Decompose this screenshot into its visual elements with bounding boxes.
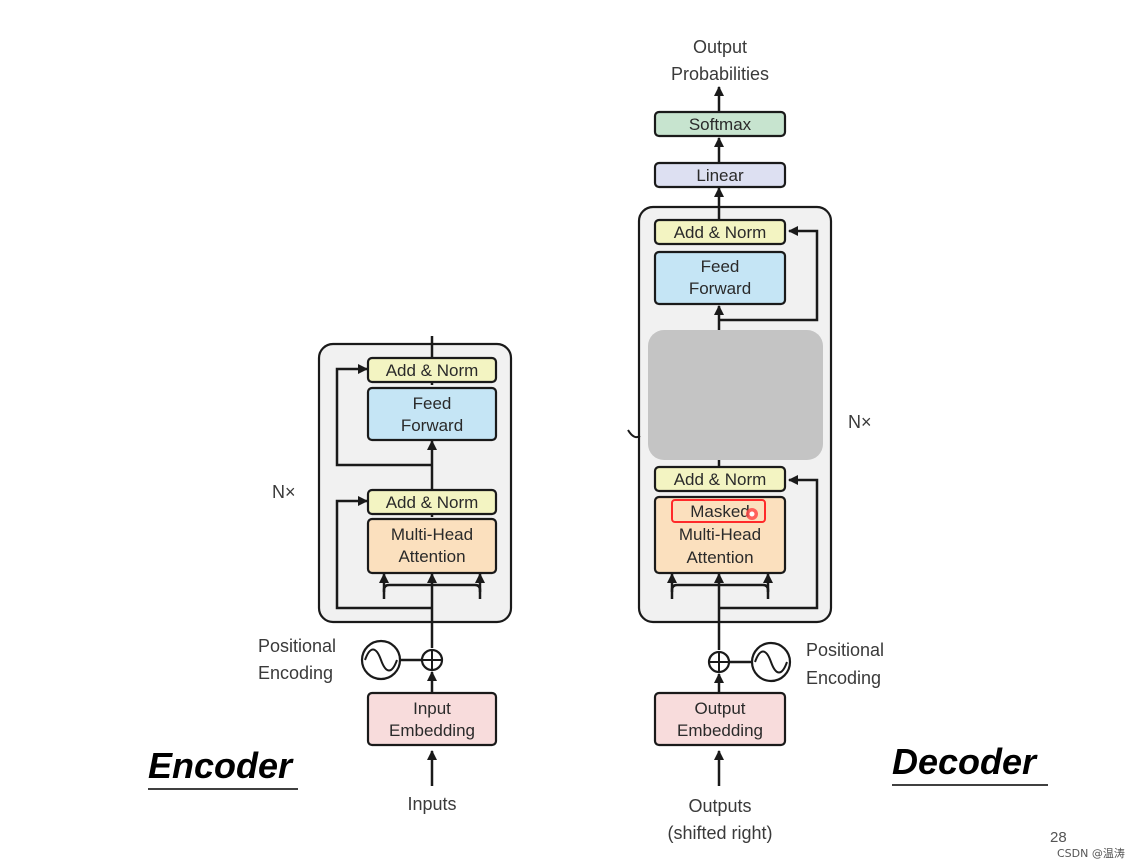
decoder-residual-top — [719, 226, 819, 322]
watermark: CSDN @温涛 — [1057, 846, 1125, 860]
encoder-nx-label: N× — [272, 482, 296, 502]
encoder-feed-forward-label-1: Feed — [413, 394, 452, 413]
decoder-softmax-label: Softmax — [689, 115, 752, 134]
encoder-add-icon — [420, 648, 444, 672]
encoder-positional-encoding-icon — [360, 639, 402, 681]
decoder-embedding-label-1: Output — [694, 699, 745, 718]
encoder: Add & Norm Feed Forward Add & Norm Multi… — [148, 336, 513, 814]
slide-number: 28 — [1050, 829, 1067, 846]
decoder-feed-forward-label-2: Forward — [689, 279, 751, 298]
encoder-attention-label-1: Multi-Head — [391, 525, 473, 544]
decoder-feed-forward — [653, 250, 787, 306]
decoder-add-norm-bottom-label: Add & Norm — [674, 470, 767, 489]
decoder-pe-label-2: Encoding — [806, 668, 881, 688]
decoder-output-label-2: Probabilities — [671, 64, 769, 84]
encoder-feed-forward — [366, 386, 498, 442]
decoder: Softmax Linear Add & Norm Feed Forward A… — [627, 37, 1048, 843]
encoder-stack — [317, 342, 513, 624]
encoder-feed-forward-label-2: Forward — [401, 416, 463, 435]
encoder-residual-1 — [335, 496, 432, 610]
decoder-masked-label-3: Attention — [686, 548, 753, 567]
decoder-add-norm-top — [653, 218, 787, 246]
encoder-pe-label-1: Positional — [258, 636, 336, 656]
decoder-title: Decoder — [892, 741, 1038, 782]
decoder-outputs-label-2: (shifted right) — [667, 823, 772, 843]
decoder-output-label-1: Output — [693, 37, 747, 57]
encoder-add-norm-bottom — [366, 488, 498, 516]
decoder-residual-bottom — [719, 475, 819, 610]
occlusion-overlay — [648, 330, 823, 460]
encoder-multi-head-attention — [366, 517, 498, 575]
decoder-masked-label-1: Masked — [690, 502, 750, 521]
decoder-nx-label: N× — [848, 412, 872, 432]
encoder-title: Encoder — [148, 745, 294, 786]
decoder-outputs-label-1: Outputs — [688, 796, 751, 816]
decoder-add-norm-top-label: Add & Norm — [674, 223, 767, 242]
masked-highlight — [671, 499, 766, 523]
encoder-embedding-label-1: Input — [413, 699, 451, 718]
encoder-add-norm-top — [366, 356, 498, 384]
encoder-embedding-label-2: Embedding — [389, 721, 475, 740]
decoder-softmax — [653, 110, 787, 138]
decoder-feed-forward-label-1: Feed — [701, 257, 740, 276]
encoder-input-embedding — [366, 691, 498, 747]
encoder-attention-label-2: Attention — [398, 547, 465, 566]
decoder-embedding-label-2: Embedding — [677, 721, 763, 740]
pointer-cursor-icon — [746, 508, 758, 520]
encoder-add-norm-top-label: Add & Norm — [386, 361, 479, 380]
decoder-masked-label-2: Multi-Head — [679, 525, 761, 544]
decoder-output-embedding — [653, 691, 787, 747]
decoder-add-icon — [707, 650, 731, 674]
decoder-linear — [653, 161, 787, 189]
cross-attention-input-stub — [627, 429, 641, 439]
decoder-positional-encoding-icon — [750, 641, 792, 683]
encoder-add-norm-bottom-label: Add & Norm — [386, 493, 479, 512]
encoder-residual-2 — [335, 364, 432, 467]
decoder-pe-label-1: Positional — [806, 640, 884, 660]
decoder-linear-label: Linear — [696, 166, 744, 185]
encoder-inputs-label: Inputs — [407, 794, 456, 814]
decoder-add-norm-bottom — [653, 465, 787, 493]
encoder-pe-label-2: Encoding — [258, 663, 333, 683]
